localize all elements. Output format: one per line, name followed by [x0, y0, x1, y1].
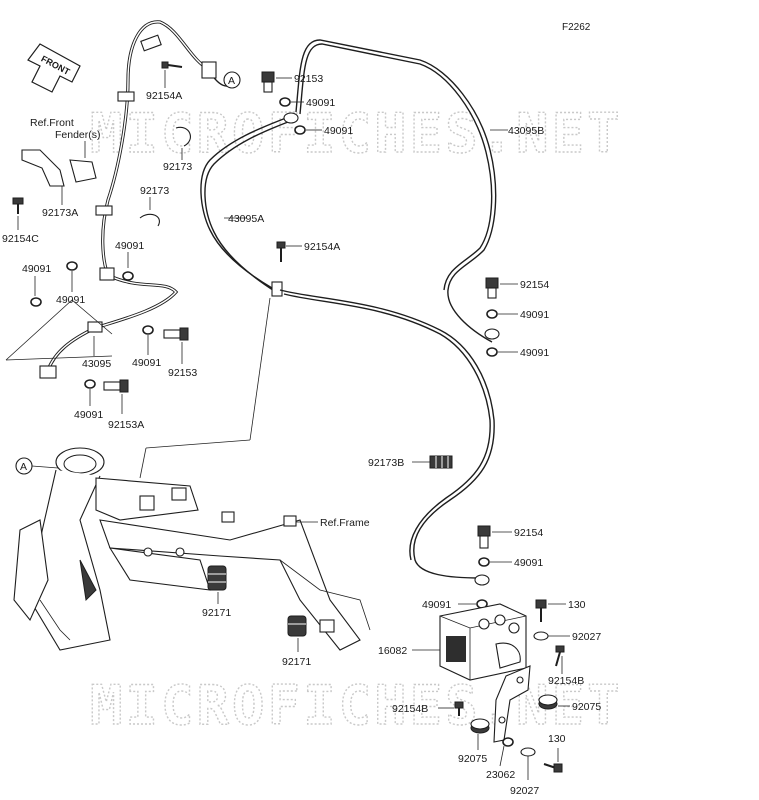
label-92171-right: 92171 — [282, 656, 311, 668]
label-92154a-mid: 92154A — [304, 241, 340, 253]
label-92154b-left: 92154B — [392, 703, 428, 715]
label-92173b: 92173B — [368, 457, 404, 469]
label-49091-top1: 49091 — [306, 97, 335, 109]
bolt-92154a-mid-icon — [276, 241, 286, 262]
banjo-bolt-92153-top-icon — [261, 71, 275, 93]
label-16082: 16082 — [378, 645, 407, 657]
label-ref-fenders: Fender(s) — [55, 129, 101, 141]
label-92154b-right: 92154B — [548, 675, 584, 687]
grommet-92075-right-icon — [538, 694, 558, 710]
label-23062: 23062 — [486, 769, 515, 781]
label-49091-r2: 49091 — [520, 347, 549, 359]
banjo-bolt-92153a-icon — [103, 379, 129, 393]
label-92153-left: 92153 — [168, 367, 197, 379]
callout-a-top-text: A — [228, 75, 235, 87]
clamp-92173-lower-icon — [139, 213, 160, 227]
callout-a-frame-text: A — [20, 461, 27, 473]
label-92027-bottom: 92027 — [510, 785, 539, 797]
banjo-bolt-92154-r1-icon — [485, 277, 499, 299]
label-43095a: 43095A — [228, 213, 264, 225]
label-92154c: 92154C — [2, 233, 39, 245]
damper-92171-right-icon — [287, 615, 307, 637]
bolt-92154b-left-icon — [454, 701, 464, 716]
watermark-bottom: MICROFICHES.NET — [90, 674, 623, 737]
label-49091-r3: 49091 — [514, 557, 543, 569]
label-130-bottom: 130 — [548, 733, 566, 745]
label-49091-l4: 49091 — [132, 357, 161, 369]
label-49091-l5: 49091 — [74, 409, 103, 421]
label-49091-l2: 49091 — [22, 263, 51, 275]
figure-code: F2262 — [562, 22, 591, 33]
front-direction-arrow-icon: FRONT — [27, 43, 81, 93]
bolt-92154a-top-icon — [161, 61, 183, 69]
label-92173a: 92173A — [42, 207, 78, 219]
label-49091-l1: 49091 — [115, 240, 144, 252]
label-92027-top: 92027 — [572, 631, 601, 643]
label-92154a-top: 92154A — [146, 90, 182, 102]
label-92153-top: 92153 — [294, 73, 323, 85]
fender-bracket-icon — [21, 149, 65, 187]
grommet-92075-left-icon — [470, 718, 490, 734]
label-ref-front: Ref.Front — [30, 117, 74, 129]
clamp-92173-upper-icon — [175, 126, 191, 147]
abs-unit-16082-icon — [439, 603, 527, 681]
label-92075-left: 92075 — [458, 753, 487, 765]
watermark-top: MICROFICHES.NET — [90, 102, 623, 165]
label-92154-r2: 92154 — [514, 527, 543, 539]
label-49091-r4: 49091 — [422, 599, 451, 611]
clip-92173b-icon — [429, 455, 453, 469]
bolt-92154c-icon — [12, 197, 24, 214]
label-92173-lower: 92173 — [140, 185, 169, 197]
label-92171-left: 92171 — [202, 607, 231, 619]
brake-pipe-43095b-icon — [295, 39, 497, 343]
label-92075-right: 92075 — [572, 701, 601, 713]
label-43095b: 43095B — [508, 125, 544, 137]
banjo-bolt-92153-left-icon — [163, 327, 189, 341]
damper-92171-left-icon — [207, 565, 227, 591]
bolt-130-top-icon — [535, 599, 547, 622]
label-49091-l3: 49091 — [56, 294, 85, 306]
bolt-130-bottom-icon — [543, 763, 563, 773]
label-49091-r1: 49091 — [520, 309, 549, 321]
brake-hose-43095-icon — [39, 267, 179, 379]
callout-a-top — [223, 71, 241, 89]
label-43095: 43095 — [82, 358, 111, 370]
label-92173-upper: 92173 — [163, 161, 192, 173]
label-92154-r1: 92154 — [520, 279, 549, 291]
abs-bracket-icon — [493, 665, 531, 743]
label-49091-top2: 49091 — [324, 125, 353, 137]
vehicle-frame-icon — [13, 447, 371, 651]
brake-pipe-43095a-icon — [200, 117, 289, 297]
label-ref-frame: Ref.Frame — [320, 517, 370, 529]
front-brake-hose-group: A — [95, 20, 241, 277]
banjo-bolt-92154-r2-icon — [477, 525, 491, 549]
label-130-top: 130 — [568, 599, 586, 611]
bolt-92154b-right-icon — [555, 645, 565, 667]
label-92153a: 92153A — [108, 419, 144, 431]
